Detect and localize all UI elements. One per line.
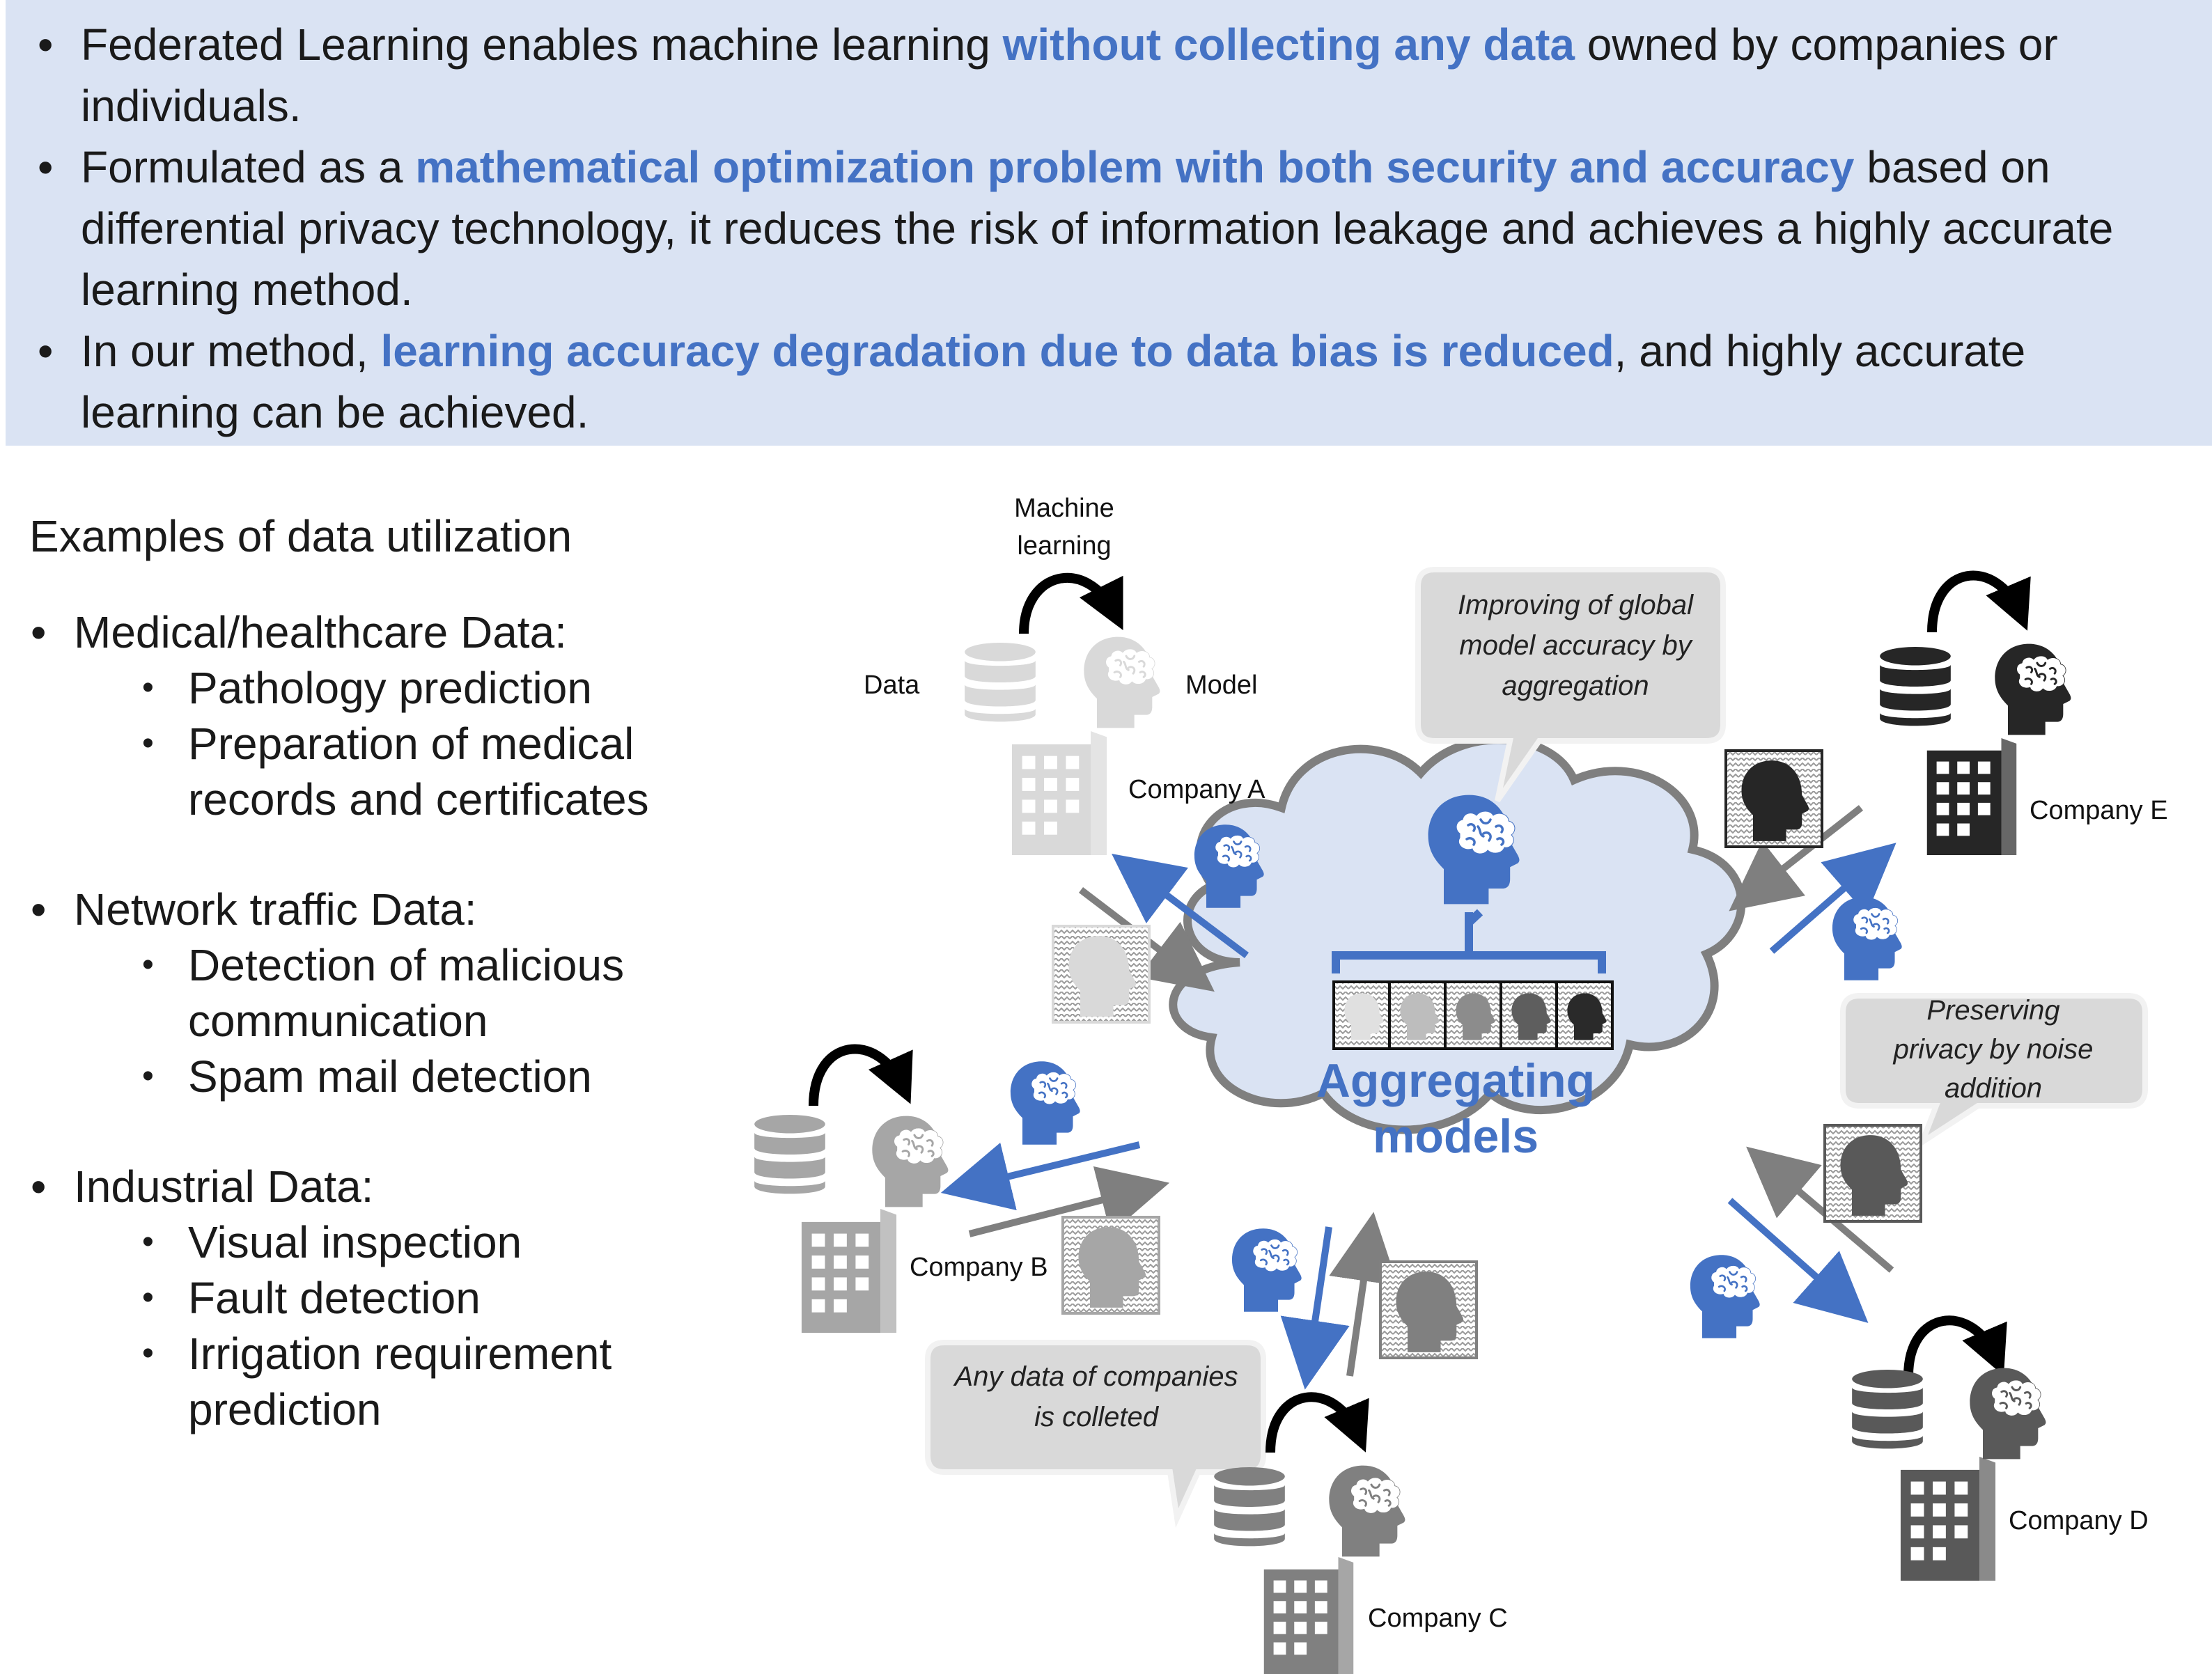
learning-arrow-icon <box>1019 572 1123 634</box>
bubble-noise-line-2: privacy by noise <box>1893 1034 2094 1065</box>
company-e: Company E <box>1724 570 2168 980</box>
industrial-items: Visual inspection Fault detection Irriga… <box>29 1214 761 1437</box>
database-icon <box>965 643 1036 722</box>
company-c: Company C <box>1214 1212 1508 1674</box>
building-icon <box>1926 738 2017 855</box>
bubble-global-line-3: aggregation <box>1502 671 1649 701</box>
bullet-1-text: Federated Learning enables machine learn… <box>81 19 1003 70</box>
bullet-1-text-end: owned by companies or individuals. <box>81 19 2058 131</box>
bullet-2-text-end: based on differential privacy technology… <box>81 142 2114 315</box>
model-head-icon <box>1084 636 1160 728</box>
arrow-to-company-a <box>1112 853 1249 958</box>
medical-items: Pathology prediction Preparation of medi… <box>29 660 761 827</box>
summary-bullets: Federated Learning enables machine learn… <box>33 14 2192 443</box>
industrial-item-2: Fault detection <box>29 1270 761 1326</box>
bullet-1: Federated Learning enables machine learn… <box>33 14 2192 136</box>
company-b-label: Company B <box>910 1253 1048 1282</box>
bubble-noise-privacy: Preserving privacy by noise addition <box>1840 993 2148 1150</box>
learning-arrow-icon <box>1927 570 2031 633</box>
summary-banner: Federated Learning enables machine learn… <box>6 0 2212 446</box>
global-model-icon-c <box>1231 1228 1302 1312</box>
company-e-label: Company E <box>2030 796 2168 825</box>
global-model-icon-b <box>1010 1061 1080 1145</box>
bullet-3-text-end: , and highly accurate learning can be ac… <box>81 326 2026 437</box>
category-industrial: Industrial Data: <box>29 1159 761 1214</box>
bubble-data-line-1: Any data of companies <box>953 1361 1238 1392</box>
building-icon <box>1263 1557 1354 1674</box>
bullet-3-highlight: learning accuracy degradation due to dat… <box>380 326 1614 376</box>
database-icon <box>1880 647 1951 726</box>
model-head-icon <box>1995 643 2071 735</box>
network-item-2: Spam mail detection <box>29 1049 761 1104</box>
database-icon <box>754 1115 825 1194</box>
company-a: Machine learning Data Model Company A <box>864 494 1265 1024</box>
medical-item-2: Preparation of medical records and certi… <box>29 716 761 827</box>
aggregating-label-2: models <box>1373 1110 1539 1163</box>
machine-learning-label-2: learning <box>1017 531 1111 561</box>
arrow-to-company-b <box>940 1141 1141 1211</box>
category-medical: Medical/healthcare Data: <box>29 604 761 660</box>
arrow-to-company-d <box>1727 1198 1869 1323</box>
building-icon <box>1011 731 1107 855</box>
model-label: Model <box>1185 671 1258 700</box>
arrow-from-company-c <box>1329 1212 1399 1377</box>
database-icon <box>1214 1467 1285 1547</box>
arrow-to-company-e <box>1769 843 1896 954</box>
network-items: Detection of malicious communication Spa… <box>29 937 761 1104</box>
arrow-from-company-b <box>968 1166 1170 1237</box>
bubble-data-line-2: is colleted <box>1034 1402 1160 1432</box>
model-head-icon <box>1970 1368 2046 1460</box>
building-icon <box>801 1209 897 1333</box>
bubble-global-line-2: model accuracy by <box>1459 630 1693 661</box>
noisy-model-d <box>1823 1124 1922 1223</box>
company-d-label: Company D <box>2009 1506 2149 1535</box>
network-item-1: Detection of malicious communication <box>29 937 761 1049</box>
bullet-2-highlight: mathematical optimization problem with b… <box>415 142 1855 192</box>
category-network: Network traffic Data: <box>29 882 761 937</box>
bullet-1-highlight: without collecting any data <box>1002 19 1575 70</box>
company-a-label: Company A <box>1128 775 1265 804</box>
machine-learning-label-1: Machine <box>1014 494 1114 523</box>
bubble-no-data-collected: Any data of companies is colleted <box>925 1340 1266 1528</box>
model-head-icon <box>1329 1465 1405 1557</box>
industrial-item-3: Irrigation requirement prediction <box>29 1326 761 1437</box>
learning-arrow-icon <box>1903 1315 2007 1377</box>
noisy-model-c <box>1379 1260 1478 1359</box>
bubble-global-accuracy: Improving of global model accuracy by ag… <box>1415 567 1726 803</box>
model-head-icon <box>872 1116 949 1207</box>
bullet-3-text: In our method, <box>81 326 381 376</box>
noisy-model-strip <box>1332 980 1614 1050</box>
global-model-icon-d <box>1690 1255 1760 1338</box>
bullet-2: Formulated as a mathematical optimizatio… <box>33 136 2192 320</box>
bullet-3: In our method, learning accuracy degrada… <box>33 320 2192 443</box>
company-c-label: Company C <box>1368 1604 1508 1633</box>
bubble-global-line-1: Improving of global <box>1458 590 1694 620</box>
bubble-noise-line-1: Preserving <box>1926 995 2059 1026</box>
arrow-from-company-e <box>1729 805 1864 912</box>
noisy-model-b <box>1061 1216 1160 1315</box>
industrial-item-1: Visual inspection <box>29 1214 761 1270</box>
bubble-noise-line-3: addition <box>1945 1073 2042 1104</box>
data-label: Data <box>864 671 920 700</box>
database-icon <box>1852 1370 1923 1449</box>
aggregating-label-1: Aggregating <box>1316 1054 1595 1107</box>
examples-title: Examples of data utilization <box>29 511 573 561</box>
company-b: Company B <box>754 1044 1170 1333</box>
learning-arrow-icon <box>809 1044 913 1106</box>
learning-arrow-icon <box>1265 1392 1369 1453</box>
noisy-model-e <box>1724 749 1823 848</box>
building-icon <box>1900 1457 1996 1581</box>
noisy-model-a <box>1052 925 1151 1024</box>
examples-panel: Examples of data utilization Medical/hea… <box>29 508 761 1492</box>
arrow-to-company-c <box>1280 1226 1350 1390</box>
medical-item-1: Pathology prediction <box>29 660 761 716</box>
bullet-2-text: Formulated as a <box>81 142 416 192</box>
company-d: Company D <box>1690 1124 2149 1581</box>
global-model-icon-e <box>1832 897 1902 980</box>
